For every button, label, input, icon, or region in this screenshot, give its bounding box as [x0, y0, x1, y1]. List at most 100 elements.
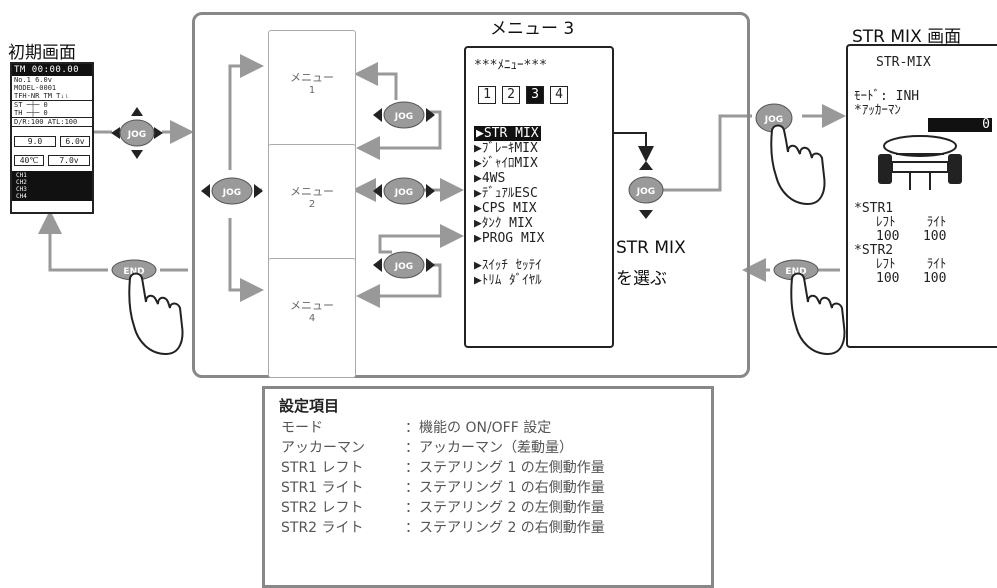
menu-card-number: 4: [308, 313, 316, 324]
str-ackerman-label: *ｱｯｶｰﾏﾝ: [854, 103, 901, 118]
initial-row: TFH-NR TM Tᵢₗ: [14, 92, 69, 100]
jog-button[interactable]: JOG: [110, 106, 164, 160]
menu-item-prog-mix[interactable]: ▶PROG MIX: [474, 231, 545, 246]
str2-label: *STR2: [854, 243, 894, 258]
menu-tab-4[interactable]: 4: [550, 86, 568, 104]
menu-item-gyro-mix[interactable]: ▶ｼﾞｬｲﾛMIX: [474, 156, 538, 171]
legend-row: STR2 ライト ：ステアリング 2 の右側動作量: [265, 518, 711, 538]
choose-str-mix-label-2: を選ぶ: [616, 269, 667, 289]
menu-item-trim-dial[interactable]: ▶ﾄﾘﾑ ﾀﾞｲﾔﾙ: [474, 273, 542, 288]
channel-bar: CH3: [16, 186, 27, 193]
menu-card-label: メニュー: [290, 299, 334, 312]
menu-card-label: メニュー: [290, 185, 334, 198]
str1-label: *STR1: [854, 201, 894, 216]
legend-key: モード: [281, 420, 323, 436]
legend-key: STR1 レフト: [281, 460, 364, 476]
end-press-hand[interactable]: END: [770, 256, 850, 366]
ackerman-value: 0: [928, 118, 992, 132]
jog-button[interactable]: JOG: [372, 96, 436, 134]
initial-timer: TM 00:00.00: [12, 64, 92, 76]
initial-row: ST ─┼─ 0: [12, 100, 92, 109]
menu-item-str-mix[interactable]: ▶STR MIX: [466, 126, 612, 141]
menu-card-label: メニュー: [290, 71, 334, 84]
channel-bar: CH2: [16, 179, 27, 186]
jog-button[interactable]: JOG: [372, 246, 436, 284]
legend-value: ：アッカーマン（差動量）: [405, 440, 573, 456]
initial-row: D/R:100 ATL:100: [12, 117, 92, 127]
menu3-title: ***ﾒﾆｭｰ***: [474, 58, 547, 73]
steering-car-icon: [878, 135, 962, 190]
menu-card-2[interactable]: メニュー 2: [268, 144, 356, 264]
menu-tab-3[interactable]: 3: [526, 86, 544, 104]
jog-button[interactable]: JOG: [626, 160, 666, 220]
jog-label: JOG: [222, 188, 241, 198]
str1-values[interactable]: 100 100: [876, 229, 947, 244]
str-mix-screen: STR-MIX ﾓｰﾄﾞ: INH *ｱｯｶｰﾏﾝ 0 *STR1 ﾚﾌﾄ ﾗｲ…: [846, 44, 997, 348]
legend-row: アッカーマン ：アッカーマン（差動量）: [265, 438, 711, 458]
legend-row: STR1 レフト ：ステアリング 1 の左側動作量: [265, 458, 711, 478]
menu-item-dual-esc[interactable]: ▶ﾃﾞｭｱﾙESC: [474, 186, 538, 201]
initial-box: 40℃: [14, 155, 44, 166]
str2-header: ﾚﾌﾄ ﾗｲﾄ: [876, 257, 947, 272]
initial-screen-label: 初期画面: [8, 43, 76, 63]
end-label: END: [123, 267, 144, 277]
legend-key: STR2 レフト: [281, 500, 364, 516]
jog-label: JOG: [764, 115, 783, 125]
channel-bar: CH1: [16, 172, 27, 179]
initial-screen: TM 00:00.00 No.1 6.0v MODEL-0001 TFH-NR …: [10, 62, 94, 214]
menu-item-brake-mix[interactable]: ▶ﾌﾞﾚｰｷMIX: [474, 141, 538, 156]
channel-bar: CH4: [16, 193, 27, 200]
choose-str-mix-label-1: STR MIX: [616, 238, 686, 258]
initial-row: TH ─┼─ 0: [14, 109, 48, 117]
str1-header: ﾚﾌﾄ ﾗｲﾄ: [876, 215, 947, 230]
initial-row: MODEL-0001: [14, 84, 57, 92]
legend-key: アッカーマン: [281, 440, 365, 456]
menu-panel: [192, 12, 750, 378]
legend-key: STR1 ライト: [281, 480, 364, 496]
jog-label: JOG: [127, 130, 146, 140]
menu-card-number: 2: [308, 199, 316, 210]
menu-item-switch-setting[interactable]: ▶ｽｲｯﾁ ｾｯﾃｲ: [474, 258, 542, 273]
str-title: STR-MIX: [876, 55, 931, 70]
initial-row: No.1 6.0v: [14, 76, 52, 84]
str2-values[interactable]: 100 100: [876, 271, 947, 286]
jog-button[interactable]: JOG: [372, 172, 436, 210]
settings-legend: 設定項目 モード ：機能の ON/OFF 設定 アッカーマン ：アッカーマン（差動量…: [262, 386, 714, 588]
menu-card-number: 1: [308, 85, 316, 96]
menu-item-4ws[interactable]: ▶4WS: [474, 171, 506, 186]
menu-card-4[interactable]: メニュー 4: [268, 258, 356, 378]
end-label: END: [785, 267, 806, 277]
initial-box: 7.0v: [48, 155, 90, 166]
jog-label: JOG: [636, 187, 655, 197]
legend-value: ：ステアリング 2 の右側動作量: [405, 520, 605, 536]
legend-row: STR1 ライト ：ステアリング 1 の右側動作量: [265, 478, 711, 498]
end-press-hand[interactable]: END: [108, 256, 188, 366]
menu-tab-1[interactable]: 1: [478, 86, 496, 104]
str-ackerman-value[interactable]: 0: [848, 118, 997, 132]
initial-box: 6.0v: [60, 136, 90, 147]
jog-label: JOG: [394, 112, 413, 122]
legend-title: 設定項目: [279, 397, 340, 415]
legend-row: モード ：機能の ON/OFF 設定: [265, 418, 711, 438]
menu-tab-2[interactable]: 2: [502, 86, 520, 104]
legend-value: ：ステアリング 2 の左側動作量: [405, 500, 605, 516]
menu-card-1[interactable]: メニュー 1: [268, 30, 356, 150]
jog-label: JOG: [394, 262, 413, 272]
jog-label: JOG: [394, 188, 413, 198]
legend-value: ：ステアリング 1 の左側動作量: [405, 460, 605, 476]
str-mode: ﾓｰﾄﾞ: INH: [854, 89, 920, 104]
menu-item-cps-mix[interactable]: ▶CPS MIX: [474, 201, 537, 216]
legend-row: STR2 レフト ：ステアリング 2 の左側動作量: [265, 498, 711, 518]
legend-key: STR2 ライト: [281, 520, 364, 536]
jog-button[interactable]: JOG: [200, 172, 264, 210]
menu-item-label: ▶STR MIX: [474, 126, 541, 141]
jog-press-hand[interactable]: JOG: [752, 100, 832, 210]
menu3-label: メニュー 3: [490, 19, 575, 39]
menu-item-tank-mix[interactable]: ▶ﾀﾝｸ MIX: [474, 216, 533, 231]
str-mix-screen-label: STR MIX 画面: [852, 27, 962, 47]
legend-value: ：機能の ON/OFF 設定: [405, 420, 552, 436]
legend-value: ：ステアリング 1 の右側動作量: [405, 480, 605, 496]
